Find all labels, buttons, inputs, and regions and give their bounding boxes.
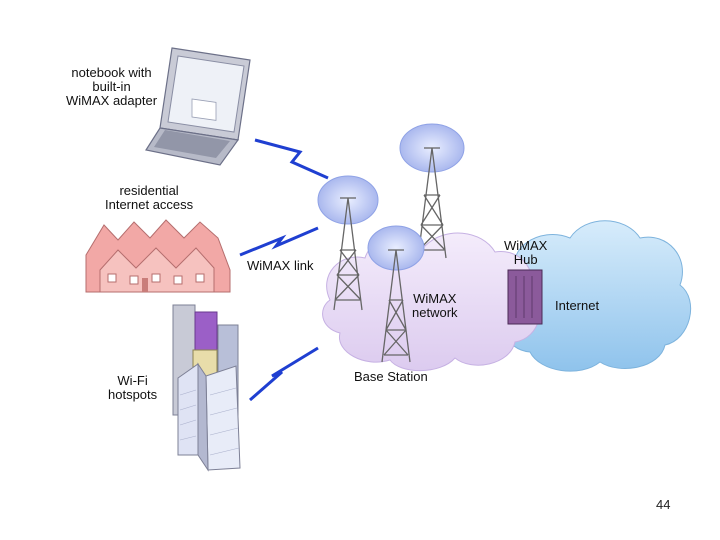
wimax-link-label: WiMAX link xyxy=(247,258,314,273)
wimax-hub-label: WiMAX Hub xyxy=(504,238,548,267)
notebook-label: notebook with built-in WiMAX adapter xyxy=(66,65,158,108)
page-number: 44 xyxy=(656,497,671,512)
houses-icon xyxy=(85,219,231,293)
tower-icon xyxy=(317,123,465,363)
buildings-icon xyxy=(172,304,241,472)
residential-label: residential Internet access xyxy=(105,183,194,212)
wifi-hotspots-label: Wi-Fi hotspots xyxy=(108,373,158,402)
laptop-icon xyxy=(145,47,251,166)
wimax-network-label: WiMAX network xyxy=(412,291,458,320)
internet-label: Internet xyxy=(555,298,600,313)
hub-icon xyxy=(507,269,543,325)
lightning-link-icon xyxy=(239,138,329,402)
base-station-label: Base Station xyxy=(354,369,428,384)
